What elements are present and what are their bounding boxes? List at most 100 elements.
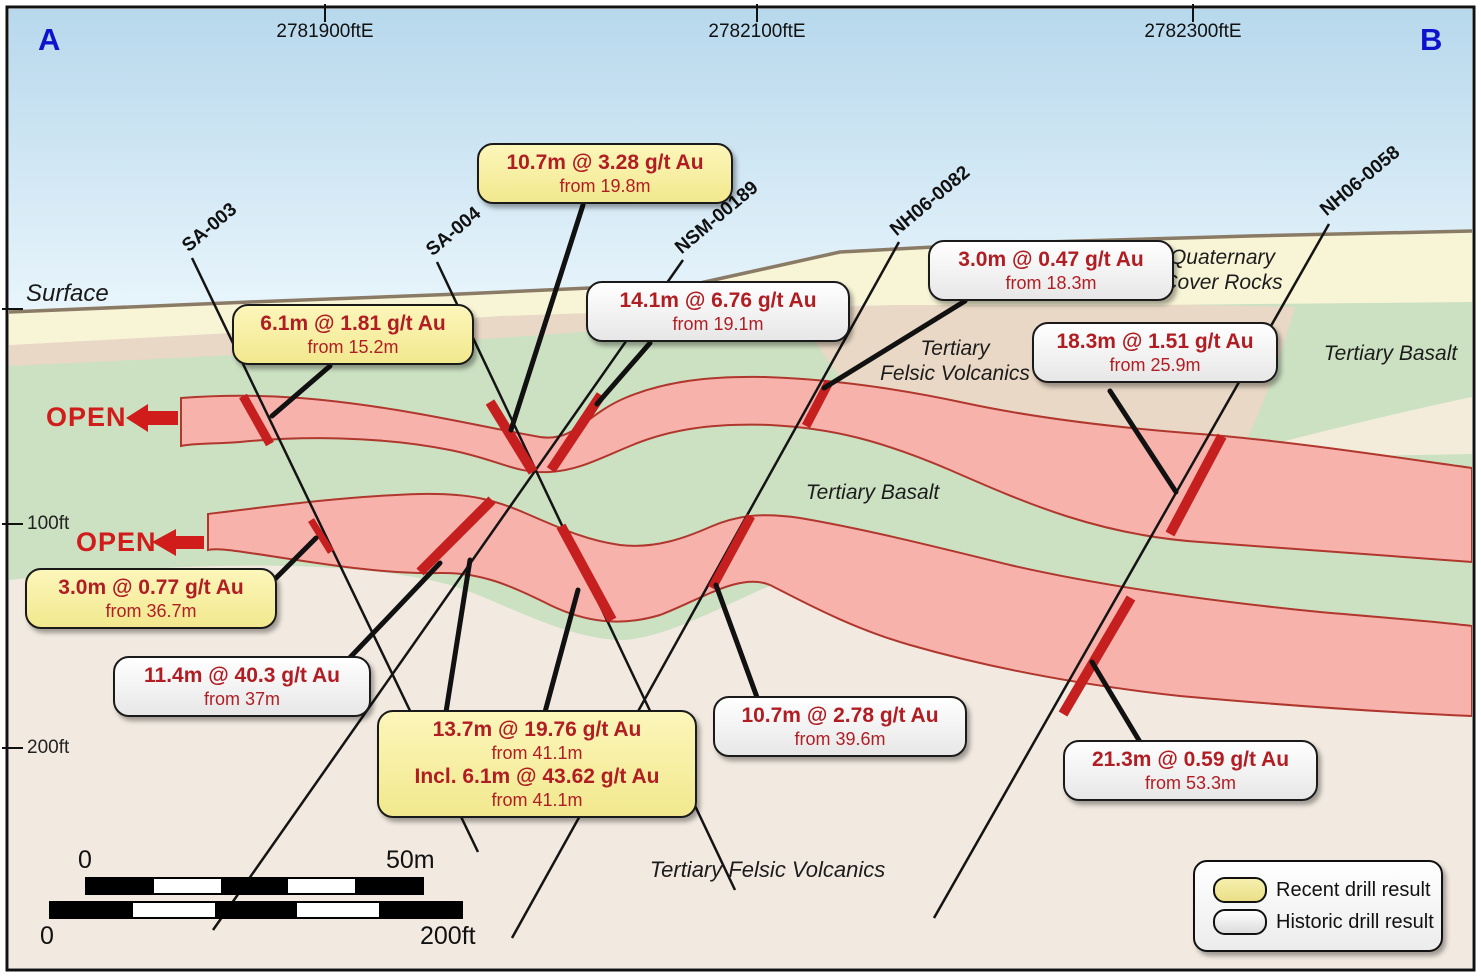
- depth-label-100ft: 100ft: [27, 513, 70, 534]
- scale-imperial-end: 200ft: [420, 922, 476, 950]
- callout-included-grade: Incl. 6.1m @ 43.62 g/t Au: [414, 765, 660, 788]
- unit-label-felsic-upper-line1: Tertiary: [920, 337, 990, 360]
- callout-depth: from 53.3m: [1144, 773, 1237, 793]
- intercept-nh0058-lower: [1058, 595, 1136, 717]
- callout-depth: from 18.3m: [1005, 273, 1097, 293]
- drill-trace-nh060082: [510, 241, 901, 939]
- callout-nh0058-lower: 21.3m @ 0.59 g/t Au from 53.3m: [1063, 740, 1318, 801]
- scale-imperial-zero: 0: [40, 922, 54, 950]
- intercept-sa003-upper: [239, 393, 274, 447]
- depth-label-200ft: 200ft: [27, 737, 70, 758]
- callout-depth: from 36.7m: [105, 601, 197, 621]
- callout-nh0082-lower: 10.7m @ 2.78 g/t Au from 39.6m: [713, 696, 967, 757]
- callout-sa004-upper: 10.7m @ 3.28 g/t Au from 19.8m: [477, 143, 733, 204]
- leader-nh0058-upper: [1107, 388, 1179, 495]
- open-label-lower: OPEN: [76, 527, 157, 557]
- scale-segment: [215, 903, 297, 917]
- leader-sa004-upper: [508, 202, 586, 433]
- unit-label-basalt-center: Tertiary Basalt: [805, 481, 940, 504]
- intercept-nh0082-lower: [708, 513, 755, 591]
- leader-nh0058-lower: [1089, 659, 1143, 745]
- scale-segment: [133, 903, 215, 917]
- scale-segment: [87, 879, 154, 893]
- intercept-sa004-lower: [556, 523, 617, 623]
- scale-segment: [379, 903, 461, 917]
- callout-nh0058-upper: 18.3m @ 1.51 g/t Au from 25.9m: [1032, 322, 1278, 383]
- intercept-sa003-lower: [308, 518, 334, 554]
- unit-label-felsic-upper: Tertiary Felsic Volcanics: [865, 336, 1045, 386]
- scale-metric-zero: 0: [78, 846, 92, 874]
- unit-label-quaternary-line2: Cover Rocks: [1162, 271, 1283, 294]
- leader-nh0082-upper: [821, 298, 968, 391]
- callout-sa003-upper: 6.1m @ 1.81 g/t Au from 15.2m: [232, 304, 474, 365]
- drill-intercepts: [239, 379, 1227, 717]
- surface-line: [9, 229, 1472, 314]
- callout-grade: 6.1m @ 1.81 g/t Au: [260, 312, 446, 335]
- leader-sa004-lower-b: [542, 587, 581, 715]
- callout-depth: from 37m: [203, 689, 281, 709]
- leader-nh0082-lower: [713, 582, 761, 703]
- callout-grade: 10.7m @ 2.78 g/t Au: [741, 704, 939, 727]
- lower-mineralized-band: [207, 492, 1472, 718]
- legend-historic-label: Historic drill result: [1276, 910, 1434, 933]
- callout-nh0082-upper: 3.0m @ 0.47 g/t Au from 18.3m: [928, 240, 1174, 301]
- callout-depth: from 25.9m: [1109, 355, 1201, 375]
- leader-nsm-upper: [594, 340, 653, 407]
- callout-grade: 3.0m @ 0.77 g/t Au: [58, 576, 244, 599]
- callout-depth: from 15.2m: [307, 337, 399, 357]
- callout-grade: 11.4m @ 40.3 g/t Au: [144, 664, 340, 687]
- callout-leaders: [253, 202, 1179, 745]
- leader-sa004-lower-a: [443, 557, 473, 715]
- leader-nsm-lower: [337, 560, 443, 671]
- scale-segment: [221, 879, 288, 893]
- section-corner-a: A: [38, 22, 61, 57]
- callout-grade: 14.1m @ 6.76 g/t Au: [619, 289, 817, 312]
- legend-row-historic: Historic drill result: [1195, 909, 1441, 935]
- easting-label-2: 2782100ftE: [708, 21, 806, 42]
- axis-ticks-marks: [2, 4, 1194, 749]
- legend: Recent drill result Historic drill resul…: [1193, 860, 1443, 952]
- surface-label: Surface: [26, 280, 109, 307]
- unit-label-basalt-right: Tertiary Basalt: [1323, 342, 1458, 365]
- intercept-nsm-lower: [416, 496, 496, 576]
- scale-metric-end: 50m: [386, 846, 435, 874]
- callout-grade: 18.3m @ 1.51 g/t Au: [1056, 330, 1254, 353]
- unit-label-felsic-bottom: Tertiary Felsic Volcanics: [649, 857, 886, 882]
- scale-segment: [297, 903, 379, 917]
- callout-depth: from 19.1m: [672, 314, 764, 334]
- recent-swatch-icon: [1213, 877, 1267, 903]
- scale-bar-metric: [85, 877, 424, 895]
- section-corner-b: B: [1420, 22, 1443, 57]
- callout-depth: from 19.8m: [559, 176, 651, 196]
- intercept-sa004-upper: [485, 399, 538, 475]
- callout-grade: 3.0m @ 0.47 g/t Au: [958, 248, 1144, 271]
- open-arrow-lower: [152, 529, 204, 556]
- callout-grade: 21.3m @ 0.59 g/t Au: [1091, 748, 1290, 771]
- open-arrow-upper: [126, 404, 178, 432]
- callout-depth: from 41.1m: [491, 743, 583, 763]
- scale-segment: [51, 903, 133, 917]
- callout-grade: 10.7m @ 3.28 g/t Au: [506, 151, 704, 174]
- scale-segment: [288, 879, 355, 893]
- unit-label-felsic-upper-line2: Felsic Volcanics: [880, 362, 1030, 385]
- plot-border: [5, 5, 1476, 972]
- callout-included-depth: from 41.1m: [491, 790, 583, 810]
- intercept-nsm-upper: [546, 392, 606, 473]
- leader-sa003-upper: [269, 363, 333, 419]
- intercept-nh0058-upper: [1165, 433, 1227, 537]
- easting-label-1: 2781900ftE: [276, 21, 374, 42]
- cream-strip-right: [1242, 397, 1472, 456]
- open-label-upper: OPEN: [46, 402, 127, 432]
- callout-grade: 13.7m @ 19.76 g/t Au: [432, 718, 642, 741]
- scale-segment: [154, 879, 221, 893]
- scale-bar-imperial: [49, 901, 463, 919]
- callout-sa004-lower: 13.7m @ 19.76 g/t Au from 41.1m Incl. 6.…: [377, 710, 697, 818]
- callout-nsm-upper: 14.1m @ 6.76 g/t Au from 19.1m: [586, 281, 850, 342]
- callout-depth: from 39.6m: [794, 729, 886, 749]
- easting-label-3: 2782300ftE: [1144, 21, 1242, 42]
- historic-swatch-icon: [1213, 909, 1267, 935]
- scale-segment: [355, 879, 422, 893]
- legend-recent-label: Recent drill result: [1276, 878, 1431, 901]
